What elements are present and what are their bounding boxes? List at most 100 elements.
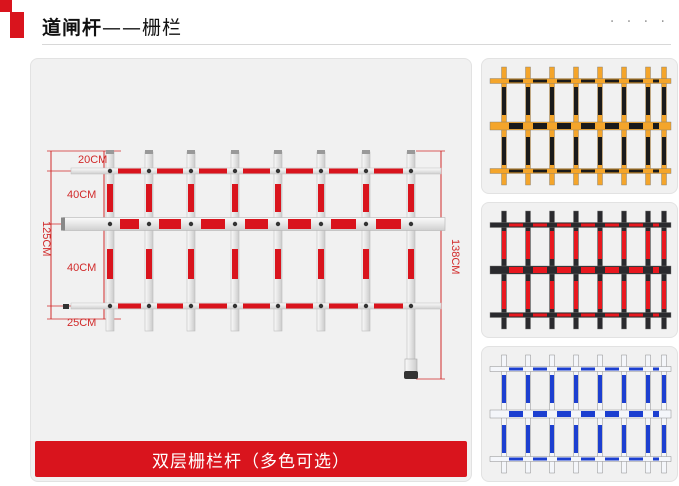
thumb-rail — [489, 168, 672, 174]
thumbnail-black-fence[interactable] — [481, 202, 678, 338]
joint-bolt — [363, 168, 369, 174]
rail-stripe — [199, 168, 227, 174]
thumb-rail-stripe — [557, 367, 571, 371]
thumb-rail-stripe — [533, 367, 547, 371]
thumb-rail-stripe — [605, 169, 619, 173]
thumb-rail-stripe — [629, 169, 643, 173]
thumb-rail — [489, 265, 672, 275]
joint-bolt — [275, 168, 281, 174]
joint-bolt — [232, 168, 238, 174]
thumb-post-stripe — [662, 87, 666, 115]
thumb-rail-stripe — [509, 411, 523, 417]
thumb-post-stripe — [622, 137, 626, 165]
thumb-post-stripe — [550, 231, 554, 259]
thumb-post-stripe — [622, 281, 626, 309]
thumb-post-stripe — [646, 281, 650, 309]
thumb-rail-stripe — [533, 79, 547, 83]
thumb-rail-stripe — [557, 267, 571, 273]
thumb-post-stripe — [550, 281, 554, 309]
joint-bolt — [363, 221, 369, 227]
thumb-post-stripe — [550, 375, 554, 403]
thumb-rail-stripe — [581, 457, 595, 461]
thumb-rail-stripe — [509, 169, 523, 173]
thumb-rail-stripe — [533, 267, 547, 273]
bar-end-cap — [61, 217, 65, 231]
post-stripe — [408, 249, 414, 279]
thumb-rail — [489, 222, 672, 228]
thumb-rail-stripe — [557, 457, 571, 461]
thumb-post-stripe — [526, 231, 530, 259]
thumb-rail — [489, 121, 672, 131]
thumb-post-stripe — [502, 137, 506, 165]
post-cap — [106, 150, 114, 154]
thumb-rail-stripe — [629, 267, 643, 273]
post-cap — [362, 150, 370, 154]
thumb-rail-stripe — [605, 457, 619, 461]
post-stripe — [107, 249, 113, 279]
thumb-rail — [489, 409, 672, 419]
thumb-post-stripe — [646, 231, 650, 259]
caption-bar: 双层栅栏杆（多色可选） — [35, 441, 467, 477]
thumb-rail-stripe — [509, 79, 523, 83]
post-stripe — [363, 249, 369, 279]
pole-stand — [404, 358, 418, 374]
rail-stripe — [374, 168, 403, 174]
rail-stripe — [329, 303, 358, 309]
joint-bolt — [107, 168, 113, 174]
thumb-post-stripe — [598, 137, 602, 165]
yellow-fence-image — [489, 66, 672, 186]
joint-bolt — [275, 303, 281, 309]
thumb-post-stripe — [662, 281, 666, 309]
thumb-post-stripe — [526, 137, 530, 165]
thumbnail-blue-fence[interactable] — [481, 346, 678, 482]
rail-stripe — [199, 303, 227, 309]
rail-stripe — [157, 168, 183, 174]
thumb-post-stripe — [550, 137, 554, 165]
thumb-post-stripe — [646, 375, 650, 403]
thumb-rail-stripe — [557, 79, 571, 83]
main-bar-stripe — [120, 219, 139, 229]
thumb-post-stripe — [598, 425, 602, 453]
rail-stripe — [157, 303, 183, 309]
rail-stripe — [329, 168, 358, 174]
thumb-post-stripe — [622, 87, 626, 115]
thumb-rail-stripe — [509, 367, 523, 371]
post-stripe — [275, 184, 281, 212]
post-stripe — [188, 249, 194, 279]
thumb-rail-stripe — [533, 223, 547, 227]
thumb-post-stripe — [574, 231, 578, 259]
rail-stripe — [286, 303, 313, 309]
thumb-rail-stripe — [653, 267, 659, 273]
thumb-rail-stripe — [629, 223, 643, 227]
thumb-rail-stripe — [629, 313, 643, 317]
post-cap — [187, 150, 195, 154]
main-bar-stripe — [159, 219, 181, 229]
thumb-rail-stripe — [533, 169, 547, 173]
thumb-post-stripe — [598, 375, 602, 403]
thumb-rail-stripe — [605, 267, 619, 273]
rail-stripe — [374, 303, 403, 309]
thumb-rail-stripe — [629, 79, 643, 83]
page-title: 道闸杆——栅栏 — [42, 13, 182, 40]
joint-bolt — [363, 303, 369, 309]
thumb-post-stripe — [574, 87, 578, 115]
black-fence-image — [489, 210, 672, 330]
post-stripe — [408, 184, 414, 212]
post-stripe — [146, 184, 152, 212]
thumb-post-stripe — [646, 87, 650, 115]
rail-stripe — [118, 168, 141, 174]
dim-upper-gap: 40CM — [67, 189, 97, 201]
pole-foot — [404, 371, 418, 379]
thumb-post-stripe — [622, 425, 626, 453]
thumb-post-stripe — [550, 425, 554, 453]
more-dots[interactable]: · · · · — [609, 14, 669, 30]
thumbnail-yellow-fence[interactable] — [481, 58, 678, 194]
thumb-rail-stripe — [557, 123, 571, 129]
title-divider — [42, 44, 671, 45]
main-bar-stripe — [201, 219, 225, 229]
thumb-post-stripe — [622, 375, 626, 403]
thumb-post-stripe — [598, 281, 602, 309]
thumb-rail — [489, 312, 672, 318]
thumb-post-stripe — [622, 231, 626, 259]
post-stripe — [146, 249, 152, 279]
